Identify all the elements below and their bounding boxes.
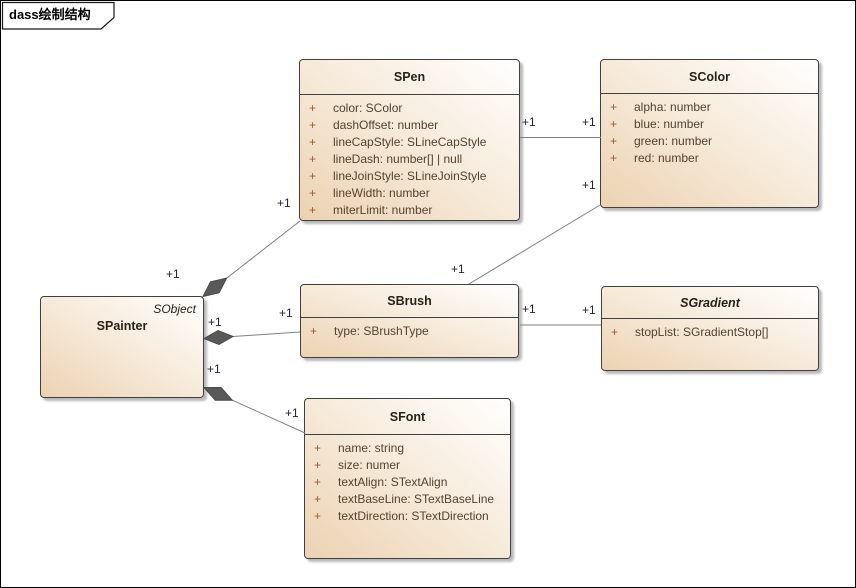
multiplicity-label[interactable]: +1 — [208, 315, 222, 329]
class-name: SColor — [689, 69, 730, 84]
multiplicity-label[interactable]: +1 — [522, 115, 536, 129]
visibility-public-marker: + — [309, 118, 317, 132]
attribute-row[interactable]: + red: number — [601, 150, 818, 167]
visibility-public-marker: + — [310, 324, 318, 338]
attribute-text: red: number — [634, 151, 699, 165]
visibility-public-marker: + — [610, 134, 618, 148]
multiplicity-label[interactable]: +1 — [166, 267, 180, 281]
composition-line-spainter-spen[interactable] — [226, 220, 301, 279]
attribute-row[interactable]: + name: string — [305, 440, 510, 457]
class-name: SGradient — [680, 295, 740, 310]
visibility-public-marker: + — [610, 151, 618, 165]
attribute-row[interactable]: + type: SBrushType — [301, 323, 518, 340]
visibility-public-marker: + — [314, 509, 322, 523]
attribute-row[interactable]: + size: numer — [305, 457, 510, 474]
attribute-text: size: numer — [338, 458, 401, 472]
multiplicity-label[interactable]: +1 — [522, 302, 536, 316]
attribute-text: color: SColor — [333, 101, 403, 115]
visibility-public-marker: + — [610, 100, 618, 114]
visibility-public-marker: + — [309, 152, 317, 166]
class-header: SBrush — [301, 285, 518, 318]
multiplicity-label[interactable]: +1 — [277, 196, 291, 210]
frame-title: dass绘制结构 — [9, 7, 91, 22]
visibility-public-marker: + — [314, 492, 322, 506]
attribute-row[interactable]: + lineJoinStyle: SLineJoinStyle — [300, 168, 519, 185]
attribute-text: lineDash: number[] | null — [333, 152, 463, 166]
class-sbrush[interactable]: SBrush + type: SBrushType — [300, 284, 519, 358]
class-header: SGradient — [602, 287, 818, 319]
class-name: SPen — [393, 70, 426, 84]
attributes-compartment: + color: SColor + dashOffset: number + line… — [300, 95, 519, 219]
attributes-compartment: + name: string + size: numer + textAlign: S… — [305, 435, 510, 525]
attribute-row[interactable]: + blue: number — [601, 116, 818, 133]
class-spen[interactable]: SPen + color: SColor + dashOffset: number … — [299, 59, 520, 221]
class-sfont[interactable]: SFont + name: string + size: numer + textAl… — [304, 398, 511, 559]
attribute-row[interactable]: + stopList: SGradientStop[] — [602, 324, 818, 341]
attribute-text: type: SBrushType — [334, 324, 429, 338]
class-name: SFont — [389, 409, 426, 424]
multiplicity-label[interactable]: +1 — [582, 178, 596, 192]
attribute-row[interactable]: + dashOffset: number — [300, 117, 519, 134]
namespace-label: SObject — [153, 302, 196, 316]
attribute-row[interactable]: + lineCapStyle: SLineCapStyle — [300, 134, 519, 151]
visibility-public-marker: + — [314, 441, 322, 455]
attribute-row[interactable]: + lineWidth: number — [300, 185, 519, 202]
attribute-text: stopList: SGradientStop[] — [635, 325, 769, 339]
attribute-text: textBaseLine: STextBaseLine — [338, 492, 495, 506]
composition-line-spainter-sbrush[interactable] — [232, 331, 301, 337]
visibility-public-marker: + — [309, 186, 317, 200]
visibility-public-marker: + — [309, 169, 317, 183]
attribute-text: name: string — [338, 441, 405, 455]
attribute-text: green: number — [634, 134, 713, 148]
attributes-compartment: + alpha: number + blue: number + green: num… — [601, 94, 818, 167]
composition-diamond-sfont[interactable] — [202, 387, 234, 401]
attribute-row[interactable]: + miterLimit: number — [300, 202, 519, 219]
attribute-row[interactable]: + alpha: number — [601, 99, 818, 116]
multiplicity-label[interactable]: +1 — [582, 303, 596, 317]
attribute-row[interactable]: + lineDash: number[] | null — [300, 151, 519, 168]
attributes-compartment: + type: SBrushType — [301, 318, 518, 340]
multiplicity-label[interactable]: +1 — [285, 406, 299, 420]
class-header: SPen — [300, 60, 519, 95]
visibility-public-marker: + — [610, 117, 618, 131]
multiplicity-label[interactable]: +1 — [279, 306, 293, 320]
class-spainter[interactable]: SObject SPainter — [40, 296, 204, 398]
attribute-text: lineWidth: number — [333, 186, 430, 200]
attribute-text: alpha: number — [634, 100, 711, 114]
multiplicity-label[interactable]: +1 — [451, 262, 465, 276]
visibility-public-marker: + — [611, 325, 619, 339]
attribute-row[interactable]: + color: SColor — [300, 100, 519, 117]
class-header: SFont — [305, 399, 510, 435]
visibility-public-marker: + — [309, 135, 317, 149]
class-sgradient[interactable]: SGradient + stopList: SGradientStop[] — [601, 286, 819, 371]
attribute-text: textAlign: STextAlign — [338, 475, 448, 489]
attribute-text: textDirection: STextDirection — [338, 509, 489, 523]
attribute-text: lineJoinStyle: SLineJoinStyle — [333, 169, 487, 183]
attribute-row[interactable]: + textBaseLine: STextBaseLine — [305, 491, 510, 508]
multiplicity-label[interactable]: +1 — [207, 362, 221, 376]
attribute-row[interactable]: + green: number — [601, 133, 818, 150]
composition-diamond-spen[interactable] — [202, 277, 228, 298]
visibility-public-marker: + — [309, 203, 317, 217]
attribute-text: dashOffset: number — [333, 118, 439, 132]
multiplicity-label[interactable]: +1 — [582, 115, 596, 129]
class-scolor[interactable]: SColor + alpha: number + blue: number + gre… — [600, 59, 819, 208]
class-name: SBrush — [387, 294, 432, 308]
class-header: SColor — [601, 60, 818, 94]
visibility-public-marker: + — [309, 101, 317, 115]
visibility-public-marker: + — [314, 475, 322, 489]
composition-diamond-sbrush[interactable] — [202, 329, 235, 346]
visibility-public-marker: + — [314, 458, 322, 472]
attribute-text: lineCapStyle: SLineCapStyle — [333, 135, 487, 149]
attribute-text: miterLimit: number — [333, 203, 433, 217]
attribute-row[interactable]: + textDirection: STextDirection — [305, 508, 510, 525]
class-name: SPainter — [96, 319, 148, 333]
attribute-row[interactable]: + textAlign: STextAlign — [305, 474, 510, 491]
attribute-text: blue: number — [634, 117, 705, 131]
attributes-compartment: + stopList: SGradientStop[] — [602, 319, 818, 341]
